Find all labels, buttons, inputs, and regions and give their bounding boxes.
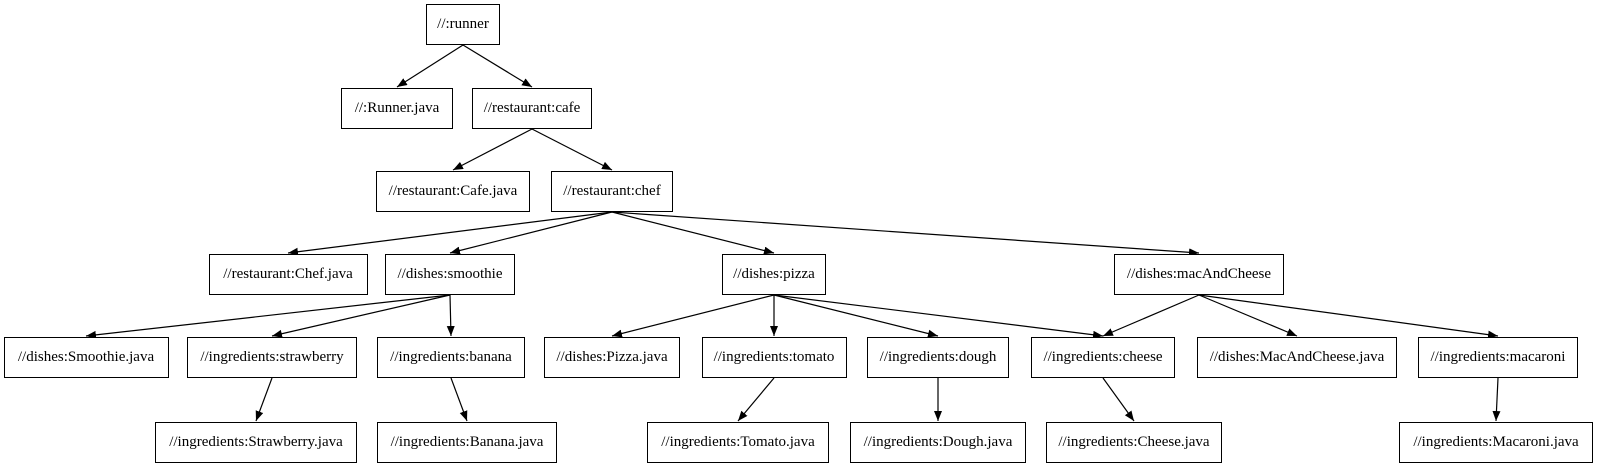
graph-edge-chef-to-chef-java bbox=[287, 211, 613, 256]
graph-node-smoothie: //dishes:smoothie bbox=[385, 254, 515, 295]
graph-edge-strawberry-to-strawberry-java bbox=[255, 377, 273, 422]
graph-edge-smoothie-to-strawberry bbox=[271, 294, 451, 338]
graph-edge-banana-to-banana-java bbox=[450, 377, 468, 422]
graph-edge-pizza-to-cheese bbox=[773, 294, 1104, 339]
graph-node-smoothie-java: //dishes:Smoothie.java bbox=[3, 337, 169, 378]
graph-node-cheese-java: //ingredients:Cheese.java bbox=[1046, 422, 1222, 463]
graph-edge-mac-and-cheese-to-mac-and-cheese-java bbox=[1198, 294, 1298, 337]
graph-node-banana: //ingredients:banana bbox=[377, 337, 525, 378]
graph-edge-mac-and-cheese-to-cheese bbox=[1102, 294, 1200, 337]
graph-edge-runner-to-cafe bbox=[462, 44, 533, 88]
graph-node-tomato-java: //ingredients:Tomato.java bbox=[647, 422, 829, 463]
graph-edge-cafe-to-cafe-java bbox=[452, 128, 533, 171]
graph-node-cafe-java: //restaurant:Cafe.java bbox=[376, 171, 530, 212]
graph-edge-pizza-to-pizza-java bbox=[611, 294, 775, 338]
graph-node-banana-java: //ingredients:Banana.java bbox=[377, 422, 557, 463]
graph-edge-pizza-to-dough bbox=[773, 294, 939, 338]
graph-edge-mac-and-cheese-to-macaroni bbox=[1198, 294, 1499, 339]
graph-node-strawberry-java: //ingredients:Strawberry.java bbox=[155, 422, 357, 463]
graph-edge-tomato-to-tomato-java bbox=[737, 377, 775, 422]
graph-edge-chef-to-pizza bbox=[611, 211, 775, 255]
graph-node-macaroni-java: //ingredients:Macaroni.java bbox=[1399, 422, 1593, 463]
graph-node-pizza: //dishes:pizza bbox=[722, 254, 826, 295]
graph-node-chef: //restaurant:chef bbox=[551, 171, 673, 212]
graph-node-runner: //:runner bbox=[426, 4, 500, 45]
graph-edge-chef-to-smoothie bbox=[449, 211, 613, 255]
graph-node-strawberry: //ingredients:strawberry bbox=[187, 337, 357, 378]
graph-node-cheese: //ingredients:cheese bbox=[1031, 337, 1175, 378]
graph-node-runner-java: //:Runner.java bbox=[341, 88, 453, 129]
graph-node-dough-java: //ingredients:Dough.java bbox=[850, 422, 1026, 463]
graph-edge-cheese-to-cheese-java bbox=[1102, 377, 1135, 422]
graph-node-mac-and-cheese-java: //dishes:MacAndCheese.java bbox=[1197, 337, 1397, 378]
graph-node-macaroni: //ingredients:macaroni bbox=[1418, 337, 1578, 378]
graph-node-dough: //ingredients:dough bbox=[867, 337, 1009, 378]
graph-node-cafe: //restaurant:cafe bbox=[472, 88, 592, 129]
graph-node-chef-java: //restaurant:Chef.java bbox=[208, 254, 368, 295]
graph-edge-runner-to-runner-java bbox=[396, 44, 464, 88]
graph-edge-chef-to-mac-and-cheese bbox=[611, 211, 1200, 257]
graph-edge-smoothie-to-banana bbox=[446, 294, 455, 337]
graph-edge-smoothie-to-smoothie-java bbox=[85, 294, 451, 339]
graph-edge-macaroni-to-macaroni-java bbox=[1492, 377, 1501, 422]
graph-node-mac-and-cheese: //dishes:macAndCheese bbox=[1114, 254, 1284, 295]
graph-node-pizza-java: //dishes:Pizza.java bbox=[544, 337, 680, 378]
graph-edge-cafe-to-chef bbox=[531, 128, 613, 171]
graph-node-tomato: //ingredients:tomato bbox=[701, 337, 847, 378]
